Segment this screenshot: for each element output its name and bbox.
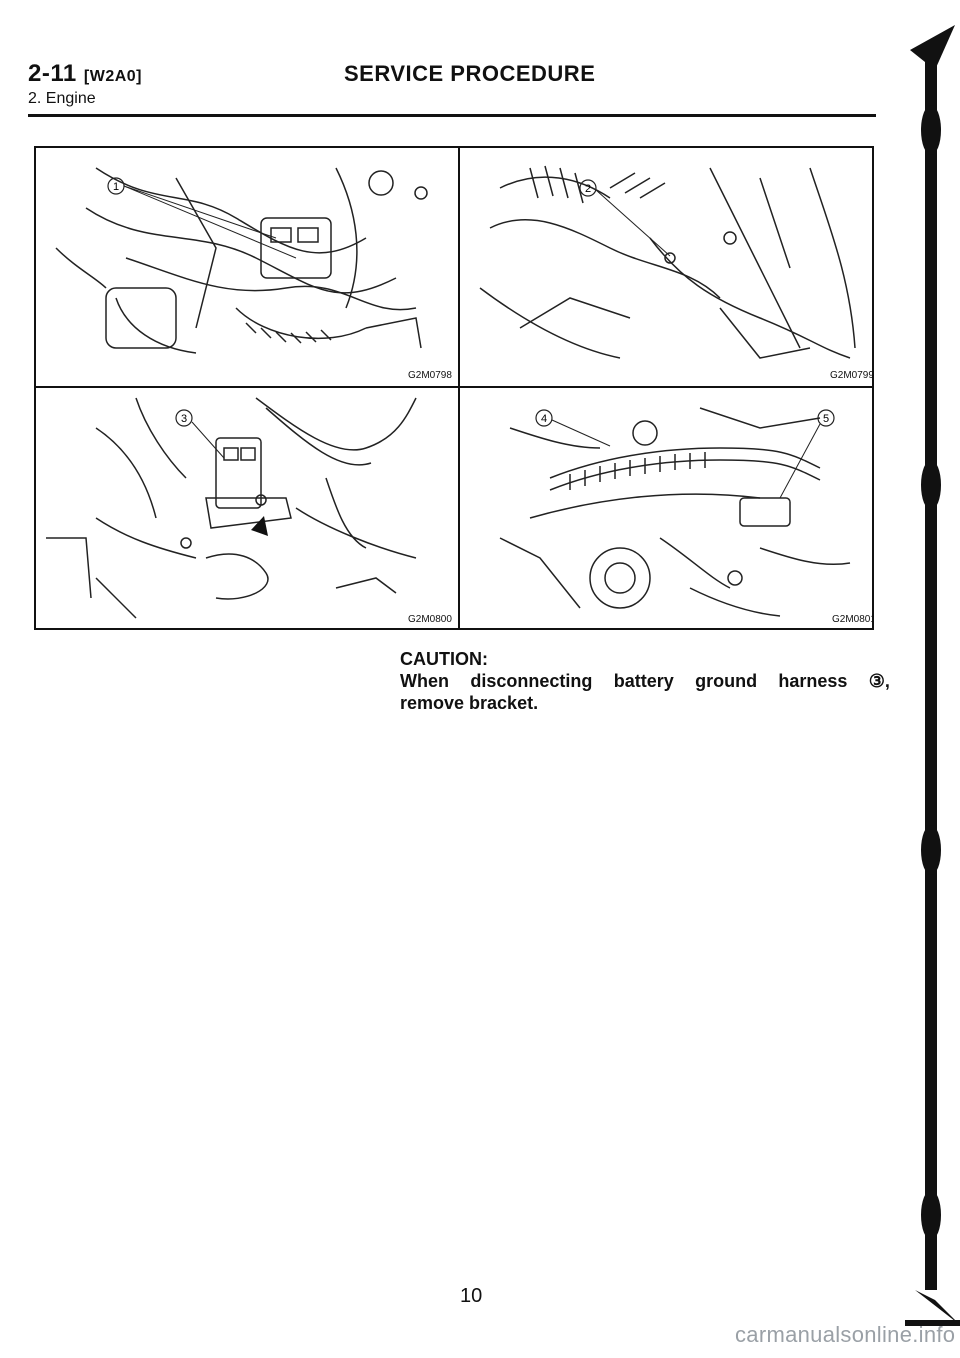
figure-id: G2M0800 — [408, 614, 452, 625]
page-header: 2-11 [W2A0] 2. Engine SERVICE PROCEDURE — [28, 60, 878, 118]
figure-g2m0798: 1 G2M0798 — [36, 148, 458, 386]
binder-edge-icon — [905, 25, 960, 1326]
section-name: 2. Engine — [28, 90, 96, 107]
caution-line-1: When disconnecting battery ground harnes… — [400, 670, 890, 692]
caution-word: battery — [613, 671, 674, 691]
figure-g2m0801: 4 5 G2M0801 — [460, 388, 874, 630]
arrow-icon — [251, 516, 268, 536]
callout-2: 2 — [585, 183, 591, 195]
engine-drawing-4: 4 5 — [499, 407, 851, 617]
engine-drawing-2: 2 — [479, 165, 856, 359]
callout-circle — [535, 409, 553, 427]
callout-circle — [579, 179, 597, 197]
callout-4: 4 — [541, 413, 547, 425]
section-code-ref: [W2A0] — [83, 68, 142, 85]
section-code: 2-11 [W2A0] — [28, 60, 142, 88]
caution-block: CAUTION: When disconnecting battery grou… — [400, 648, 890, 714]
caution-word: When — [400, 671, 449, 691]
figure-id: G2M0801 — [832, 614, 874, 625]
section-code-number: 2-11 — [28, 60, 77, 87]
header-rule — [28, 114, 876, 117]
figure-g2m0799: 2 G2M0799 — [460, 148, 874, 386]
caution-line-2: remove bracket. — [400, 693, 539, 713]
caution-word: ③, — [868, 671, 890, 691]
figure-g2m0800: 3 G2M0800 — [36, 388, 458, 630]
grid-divider-vertical — [458, 148, 460, 628]
caution-word: ground — [695, 671, 758, 691]
figure-grid: 1 G2M0798 2 — [34, 146, 874, 630]
grid-divider-horizontal — [36, 386, 872, 388]
caution-word: disconnecting — [470, 671, 593, 691]
callout-circle — [175, 409, 193, 427]
figure-id: G2M0799 — [830, 370, 874, 381]
watermark: carmanualsonline.info — [735, 1322, 956, 1347]
engine-drawing-1: 1 — [55, 167, 428, 354]
caution-heading: CAUTION: — [400, 649, 488, 669]
callout-3: 3 — [181, 413, 187, 425]
engine-drawing-3: 3 — [46, 397, 417, 619]
page-title: SERVICE PROCEDURE — [344, 61, 596, 86]
callout-5: 5 — [823, 413, 829, 425]
figure-id: G2M0798 — [408, 370, 452, 381]
page-number: 10 — [460, 1285, 483, 1307]
callout-1: 1 — [113, 181, 119, 193]
callout-circle — [817, 409, 835, 427]
caution-word: harness — [778, 671, 848, 691]
